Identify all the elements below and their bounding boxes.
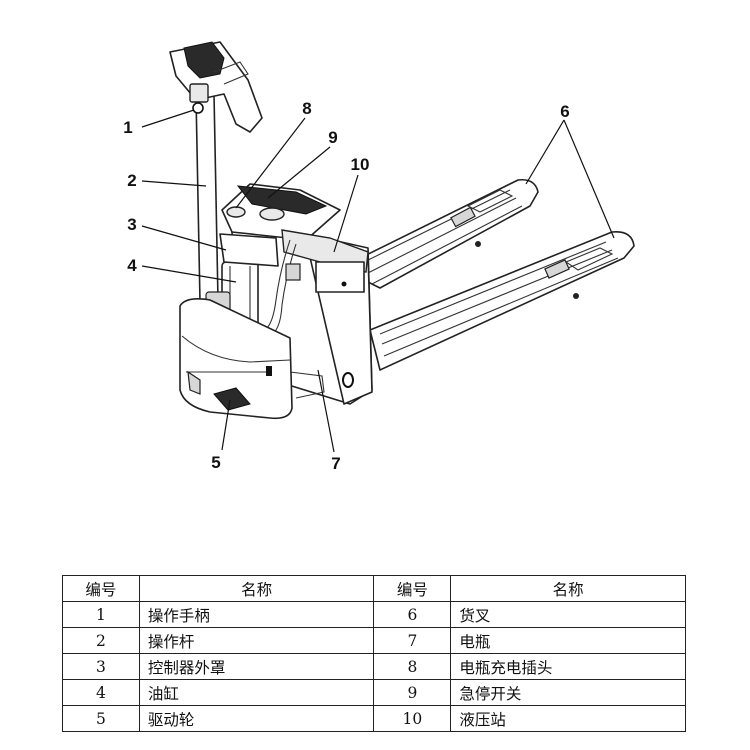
table-row: 3 控制器外罩 8 电瓶充电插头 xyxy=(62,653,686,680)
part-number: 3 xyxy=(62,653,140,680)
table-row: 5 驱动轮 10 液压站 xyxy=(62,705,686,732)
part-name: 操作手柄 xyxy=(138,601,375,628)
hydraulic-station-drawing xyxy=(261,229,369,337)
part-name: 液压站 xyxy=(450,705,686,732)
part-name: 控制器外罩 xyxy=(138,653,375,680)
parts-table: 编号 名称 编号 名称 1 操作手柄 6 货叉 2 操作杆 7 电瓶 3 控制器… xyxy=(62,575,686,732)
part-name: 货叉 xyxy=(450,601,686,628)
callout-7: 7 xyxy=(331,454,340,473)
part-name: 驱动轮 xyxy=(138,705,375,732)
part-number: 2 xyxy=(62,627,140,654)
callout-2: 2 xyxy=(127,171,136,190)
part-number: 6 xyxy=(373,601,452,628)
part-name: 急停开关 xyxy=(450,679,686,706)
table-row: 1 操作手柄 6 货叉 xyxy=(62,601,686,628)
table-row: 2 操作杆 7 电瓶 xyxy=(62,627,686,654)
table-header-row: 编号 名称 编号 名称 xyxy=(62,575,686,602)
part-number: 1 xyxy=(62,601,140,628)
callout-9: 9 xyxy=(328,128,337,147)
callout-3: 3 xyxy=(127,215,136,234)
forks-drawing xyxy=(339,178,635,371)
callout-5: 5 xyxy=(211,453,220,472)
callout-1: 1 xyxy=(123,118,132,137)
part-number: 7 xyxy=(373,627,452,654)
table-row: 4 油缸 9 急停开关 xyxy=(62,679,686,706)
part-name: 电瓶 xyxy=(450,627,686,654)
part-name: 油缸 xyxy=(138,679,375,706)
part-number: 10 xyxy=(373,705,452,732)
part-number: 8 xyxy=(373,653,452,680)
header-number-left: 编号 xyxy=(62,575,140,602)
leader-lines xyxy=(141,109,615,453)
header-name-left: 名称 xyxy=(138,575,375,602)
part-name: 电瓶充电插头 xyxy=(450,653,686,680)
part-number: 5 xyxy=(62,705,140,732)
part-number: 4 xyxy=(62,679,140,706)
header-number-right: 编号 xyxy=(373,575,452,602)
header-name-right: 名称 xyxy=(450,575,686,602)
part-name: 操作杆 xyxy=(138,627,375,654)
callout-8: 8 xyxy=(302,99,311,118)
callout-10: 10 xyxy=(351,155,370,174)
callout-4: 4 xyxy=(127,256,137,275)
pallet-truck-diagram: 1 2 3 4 5 6 7 8 9 10 xyxy=(123,41,635,473)
tiller-drawing xyxy=(169,41,263,303)
drive-unit-drawing xyxy=(179,298,325,420)
callout-6: 6 xyxy=(560,102,569,121)
part-number: 9 xyxy=(373,679,452,706)
